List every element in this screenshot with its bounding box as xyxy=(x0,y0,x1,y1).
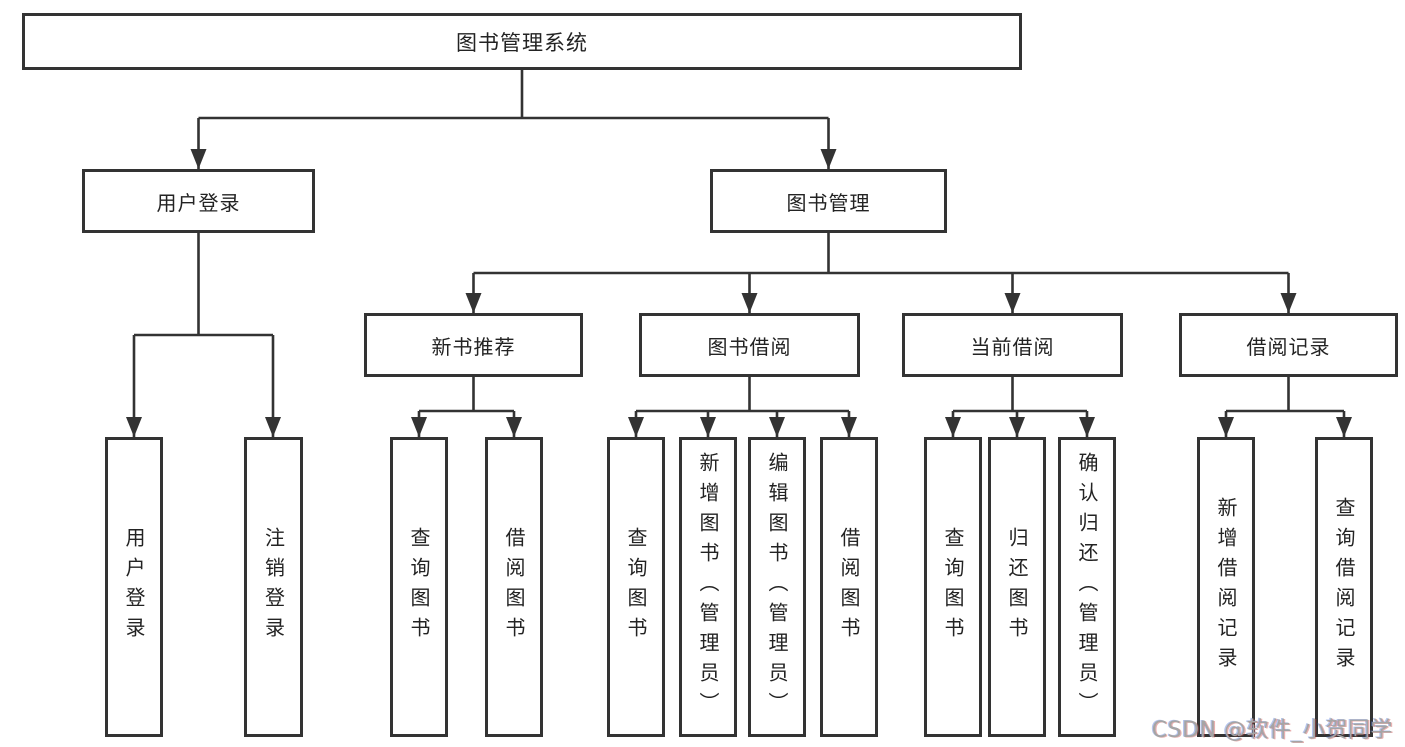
arrow-head xyxy=(741,293,758,313)
arrow-head xyxy=(265,417,281,437)
arrow-head xyxy=(700,417,716,437)
leaf-add-borrow-record: 新增借阅记录 xyxy=(1197,437,1255,737)
leaf-query-books-recommend: 查询图书 xyxy=(390,437,448,737)
node-borrow-records-label: 借阅记录 xyxy=(1246,334,1331,359)
leaf-confirm-return-admin-label: 确认归还（管理员） xyxy=(1075,452,1099,722)
leaf-logout-label: 注销登录 xyxy=(261,527,286,647)
leaf-borrow-books-recommend-label: 借阅图书 xyxy=(502,527,526,647)
root-node: 图书管理系统 xyxy=(22,13,1022,70)
leaf-query-borrow-record-label: 查询借阅记录 xyxy=(1332,497,1356,677)
arrow-head xyxy=(628,417,644,437)
arrow-head xyxy=(126,417,142,437)
leaf-edit-book-admin-label: 编辑图书（管理员） xyxy=(765,452,789,722)
connector-root-level2 xyxy=(197,70,830,169)
connector-user-login-leaves xyxy=(132,233,275,437)
arrow-head xyxy=(820,149,837,169)
connector-book-borrow-leaves xyxy=(634,377,851,437)
leaf-borrow-books-recommend: 借阅图书 xyxy=(485,437,543,737)
leaf-query-books-borrow: 查询图书 xyxy=(607,437,665,737)
leaf-add-borrow-record-label: 新增借阅记录 xyxy=(1214,497,1238,677)
leaf-borrow-books: 借阅图书 xyxy=(820,437,878,737)
node-borrow-records: 借阅记录 xyxy=(1179,313,1398,377)
arrow-head xyxy=(190,149,207,169)
root-node-label: 图书管理系统 xyxy=(456,30,588,55)
leaf-user-login-label: 用户登录 xyxy=(122,527,146,647)
leaf-add-book-admin-label: 新增图书（管理员） xyxy=(696,452,720,722)
leaf-edit-book-admin: 编辑图书（管理员） xyxy=(748,437,806,737)
leaf-confirm-return-admin: 确认归还（管理员） xyxy=(1058,437,1116,737)
leaf-user-login: 用户登录 xyxy=(105,437,163,737)
leaf-add-book-admin: 新增图书（管理员） xyxy=(679,437,737,737)
node-current-borrow-label: 当前借阅 xyxy=(970,334,1055,359)
node-user-login-label: 用户登录 xyxy=(156,190,241,215)
leaf-query-books-current: 查询图书 xyxy=(924,437,982,737)
node-book-borrow: 图书借阅 xyxy=(639,313,860,377)
leaf-query-books-borrow-label: 查询图书 xyxy=(624,527,648,647)
watermark: CSDN @软件_小贺同学 xyxy=(1151,718,1393,743)
leaf-logout: 注销登录 xyxy=(244,437,303,737)
arrow-head xyxy=(411,417,427,437)
leaf-query-borrow-record: 查询借阅记录 xyxy=(1315,437,1373,737)
connector-book-management-level3 xyxy=(472,233,1290,313)
leaf-borrow-books-label: 借阅图书 xyxy=(837,527,861,647)
arrow-head xyxy=(465,293,482,313)
connector-current-borrow-leaves xyxy=(951,377,1089,437)
arrow-head xyxy=(769,417,785,437)
arrow-head xyxy=(1009,417,1025,437)
node-book-borrow-label: 图书借阅 xyxy=(707,334,792,359)
arrow-head xyxy=(1079,417,1095,437)
node-current-borrow: 当前借阅 xyxy=(902,313,1123,377)
connector-new-book-leaves xyxy=(417,377,516,437)
arrow-head xyxy=(1336,417,1352,437)
node-new-book-recommend: 新书推荐 xyxy=(364,313,583,377)
arrow-head xyxy=(506,417,522,437)
leaf-query-books-recommend-label: 查询图书 xyxy=(407,527,431,647)
node-new-book-recommend-label: 新书推荐 xyxy=(431,334,516,359)
connector-borrow-records-leaves xyxy=(1224,377,1346,437)
node-book-management-label: 图书管理 xyxy=(786,190,871,215)
node-user-login: 用户登录 xyxy=(82,169,315,233)
leaf-return-book-label: 归还图书 xyxy=(1005,527,1029,647)
arrow-head xyxy=(945,417,961,437)
arrow-head xyxy=(841,417,857,437)
arrow-head xyxy=(1280,293,1297,313)
arrow-head xyxy=(1218,417,1234,437)
leaf-return-book: 归还图书 xyxy=(988,437,1046,737)
leaf-query-books-current-label: 查询图书 xyxy=(941,527,965,647)
arrow-head xyxy=(1004,293,1021,313)
node-book-management: 图书管理 xyxy=(710,169,947,233)
